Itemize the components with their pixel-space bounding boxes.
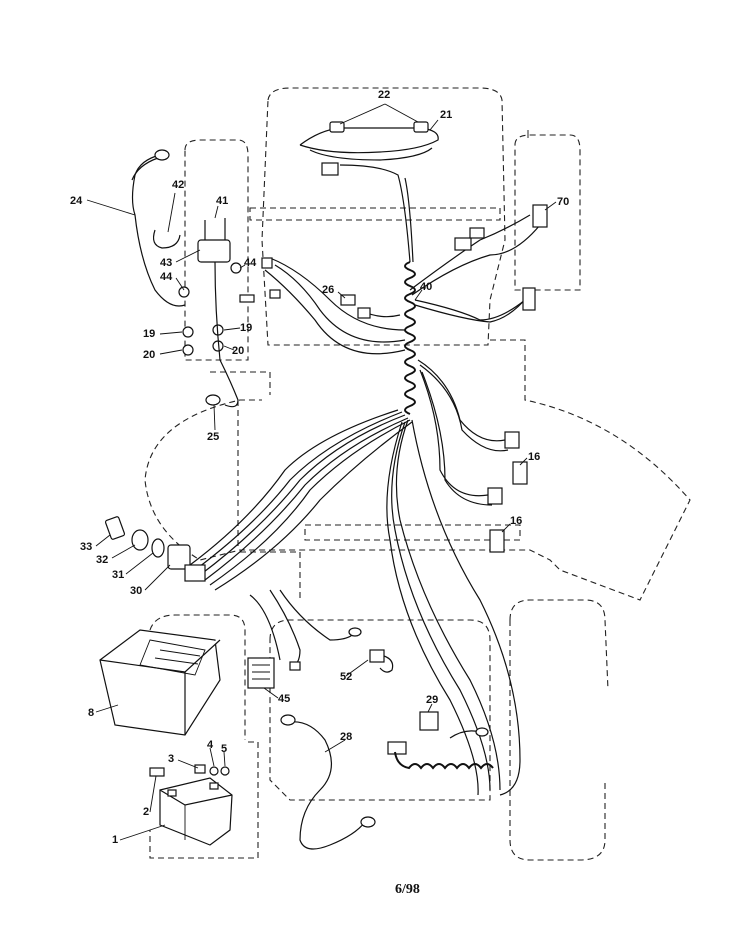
headlight-connector	[321, 162, 339, 176]
connector-lower-left	[289, 661, 301, 671]
misc-parts	[247, 627, 494, 850]
connector-52	[369, 649, 385, 663]
connector-small-2	[269, 289, 281, 299]
bolt-2	[149, 767, 165, 777]
callout-30: 30	[130, 585, 142, 597]
key-33	[104, 516, 126, 540]
callout-5: 5	[221, 743, 227, 755]
callout-44-left: 44	[160, 271, 173, 283]
ignition-switch	[104, 516, 206, 582]
callout-33: 33	[80, 541, 92, 553]
connector-small	[261, 257, 273, 269]
callout-19-right: 19	[240, 322, 252, 334]
right-connectors	[340, 204, 548, 553]
headlight-socket-right	[413, 121, 429, 133]
terminal-lower	[348, 627, 362, 637]
connector-70c	[469, 227, 485, 239]
nut-44-left	[178, 286, 190, 298]
callout-41: 41	[216, 195, 228, 207]
battery-post-pos	[209, 782, 219, 790]
battery-post-neg	[167, 789, 177, 797]
ring-terminal-25	[205, 394, 221, 406]
callout-25: 25	[207, 431, 219, 443]
callout-20-left: 20	[143, 349, 155, 361]
callout-1: 1	[112, 834, 118, 846]
ground-terminal-28b	[360, 816, 376, 828]
cable-ring-terminal-24	[154, 149, 170, 161]
headlight-socket-left	[329, 121, 345, 133]
connector-70b	[454, 237, 472, 251]
footer-date: 6/98	[395, 882, 420, 897]
ground-terminal-28	[280, 714, 296, 726]
harness-coil	[404, 261, 416, 415]
callout-52: 52	[340, 671, 352, 683]
callout-8: 8	[88, 707, 94, 719]
bezel-32	[131, 529, 149, 551]
callout-labels: 22 21 24 42 41 43 44 44 19 20 19 20 25 2…	[70, 89, 569, 846]
callout-3: 3	[168, 753, 174, 765]
ring-terminal-29	[475, 727, 489, 737]
connector-16-upper-plug	[504, 431, 520, 449]
callout-28: 28	[340, 731, 352, 743]
solenoid	[197, 239, 231, 263]
callout-70: 70	[557, 196, 569, 208]
connector-26	[340, 294, 356, 306]
callout-42: 42	[172, 179, 184, 191]
wire-bundles	[189, 164, 541, 796]
nut-20-left	[182, 344, 194, 356]
callout-24: 24	[70, 195, 83, 207]
callout-16-upper: 16	[528, 451, 540, 463]
switch-16-lower	[489, 529, 505, 553]
washer-4	[209, 766, 219, 776]
callout-4: 4	[207, 739, 214, 751]
callout-31: 31	[112, 569, 124, 581]
switch-29	[419, 711, 439, 731]
connector-16-lower-plug	[487, 487, 503, 505]
nut-5	[220, 766, 230, 776]
callout-40: 40	[420, 281, 432, 293]
solenoid-assembly	[131, 149, 281, 408]
callout-45: 45	[278, 693, 290, 705]
callout-19-left: 19	[143, 328, 155, 340]
connector-70	[532, 204, 548, 228]
wire-terminal	[239, 294, 255, 303]
headlight-harness	[299, 121, 439, 176]
callout-29: 29	[426, 694, 438, 706]
bracket-42	[152, 229, 181, 249]
switch-16-upper	[512, 461, 528, 485]
callout-43: 43	[160, 257, 172, 269]
connector-29	[387, 741, 407, 755]
battery-box	[99, 629, 221, 736]
washer-19-left	[182, 326, 194, 338]
switch-plug	[184, 564, 206, 582]
callout-16-lower: 16	[510, 515, 522, 527]
callout-22: 22	[378, 89, 390, 101]
connector-26b	[357, 307, 371, 319]
ignition-switch-30	[167, 544, 191, 570]
callout-21: 21	[440, 109, 452, 121]
callout-44-right: 44	[244, 257, 257, 269]
bolt-3	[194, 764, 206, 774]
battery	[149, 764, 233, 846]
module-45	[247, 657, 275, 689]
callout-2: 2	[143, 806, 149, 818]
connector-right-mid	[522, 287, 536, 311]
leader-lines	[86, 103, 557, 841]
nut-31	[151, 538, 165, 558]
callout-32: 32	[96, 554, 108, 566]
nut-44-right	[230, 262, 242, 274]
callout-20-right: 20	[232, 345, 244, 357]
callout-26: 26	[322, 284, 334, 296]
